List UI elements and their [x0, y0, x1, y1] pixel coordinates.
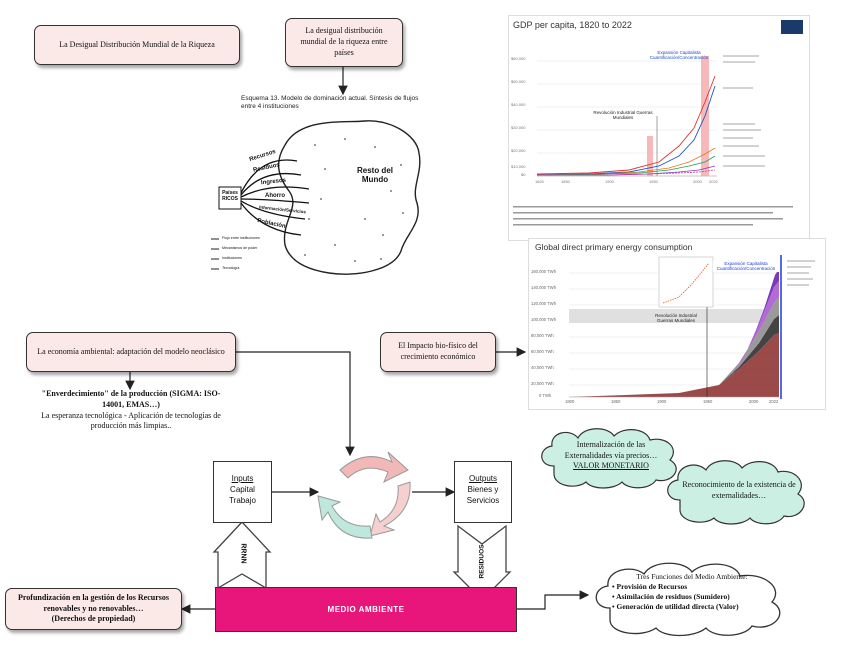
description-box: La desigual distribución mundial de la r… [285, 18, 403, 67]
gdp-xtick-6: 2022 [709, 179, 718, 184]
gdp-annotation-2: Revolución Industrial Guerras Mundiales [593, 110, 653, 121]
functions-cloud-shape [595, 562, 781, 637]
gdp-xtick-1: 1820 [535, 179, 544, 184]
outputs-item-1: Bienes y [467, 484, 499, 494]
residuos-arrow [452, 524, 512, 601]
energy-annotation-1: Expansión Capitalista Cuantificación/Con… [713, 261, 779, 272]
greening-text: "Enverdecimiento" de la producción (SIGM… [40, 389, 222, 432]
gdp-ytick-6: $10,000 [511, 164, 526, 169]
energy-ytick-2: 140,000 TWh [531, 285, 557, 290]
environmental-economics-box: La economía ambiental: adaptación del mo… [26, 332, 236, 372]
cloud-internalizacion-line-1: Internalización de las Externalidades ví… [564, 439, 658, 460]
residuos-label: RESIDUOS [478, 544, 486, 579]
domination-scheme: Esquema 13. Modelo de dominación actual.… [205, 95, 445, 293]
energy-chart: Global direct primary energy consumption… [528, 238, 826, 410]
functions-cloud: Tres Funciones del Medio Ambiente: • Pro… [612, 572, 772, 613]
gdp-xtick-5: 2000 [693, 179, 702, 184]
title-box: La Desigual Distribución Mundial de la R… [34, 25, 240, 65]
inputs-item-1: Capital [230, 484, 255, 494]
scheme-left-label: Países RICOS [222, 190, 238, 202]
scheme-legend-1: Flujo entre instituciones [222, 236, 260, 240]
outputs-item-2: Servicios [466, 495, 500, 505]
greening-line-2: La esperanza tecnológica - Aplicación de… [41, 410, 221, 431]
scheme-flow-4: Ahorro [265, 193, 285, 199]
rrnn-label: RRNN [239, 543, 247, 564]
gdp-chart-title: GDP per capita, 1820 to 2022 [513, 20, 632, 30]
cloud-internalizacion-shape [541, 428, 677, 489]
energy-ytick-9: 0 TWh [539, 393, 552, 398]
cloud-reconocimiento-shape [667, 460, 805, 525]
greening-line-1: "Enverdecimiento" de la producción (SIGM… [41, 389, 221, 409]
scheme-legend-4: Tecnología [222, 266, 240, 270]
gdp-ytick-4: $30,000 [511, 125, 526, 130]
gdp-xtick-3: 1900 [605, 179, 614, 184]
environmental-economics-text: La economía ambiental: adaptación del mo… [37, 346, 225, 356]
scheme-region-label: Resto del Mundo [356, 166, 393, 184]
cloud-internalizacion-line-2: VALOR MONETARIO [573, 461, 649, 471]
energy-xtick-4: 1950 [703, 399, 713, 404]
gdp-ytick-7: $0 [521, 172, 526, 177]
energy-ytick-7: 40,000 TWh [531, 365, 554, 370]
medio-ambiente-bar: MEDIO AMBIENTE [215, 587, 517, 632]
energy-ytick-3: 120,000 TWh [531, 301, 557, 306]
energy-ytick-6: 60,000 TWh [531, 349, 554, 354]
gdp-ytick-5: $20,000 [511, 148, 526, 153]
gdp-ytick-2: $50,000 [511, 79, 526, 84]
title-text: La Desigual Distribución Mundial de la R… [59, 39, 215, 49]
profundizacion-line-2: (Derechos de propiedad) [51, 614, 136, 624]
energy-xtick-1: 1800 [565, 399, 575, 404]
inputs-item-2: Trabajo [229, 495, 256, 505]
energy-xtick-5: 2000 [749, 399, 759, 404]
scheme-legend-2: Mecanismos de poder [222, 246, 258, 250]
cycle-icon [317, 451, 411, 539]
biophysical-impact-text: El Impacto bio-físico del crecimiento ec… [398, 341, 478, 361]
gdp-chart-plot [513, 55, 793, 226]
outputs-box: Outputs Bienes y Servicios [454, 461, 512, 523]
cloud-internalizacion: Internalización de las Externalidades ví… [556, 430, 666, 482]
functions-item-1: • Provisión de Recursos [612, 582, 688, 592]
energy-ytick-5: 80,000 TWh [531, 333, 554, 338]
functions-item-3: • Generación de utilidad directa (Valor) [612, 602, 739, 612]
functions-item-2: • Asimilación de residuos (Sumidero) [612, 592, 730, 602]
arrow-medio-to-functions [517, 590, 590, 610]
gdp-annotation-1: Expansión Capitalista Cuantificación/Con… [649, 50, 709, 61]
cloud-reconocimiento-text: Reconocimiento de la existencia de exter… [682, 480, 796, 500]
energy-annotation-2: Revolución Industrial Guerras Mundiales [655, 313, 697, 324]
inputs-title: Inputs [231, 474, 254, 483]
gdp-ytick-3: $40,000 [511, 102, 526, 107]
energy-chart-plot [569, 255, 815, 399]
energy-xtick-3: 1900 [657, 399, 667, 404]
profundizacion-box: Profundización en la gestión de los Recu… [5, 588, 182, 630]
gdp-ytick-1: $60,000 [511, 56, 526, 61]
description-text: La desigual distribución mundial de la r… [300, 26, 388, 57]
biophysical-impact-box: El Impacto bio-físico del crecimiento ec… [380, 332, 496, 372]
arrow-econ-to-cycle [236, 351, 355, 457]
scheme-legend-3: Instituciones [222, 256, 242, 260]
inputs-box: Inputs Capital Trabajo [213, 461, 272, 523]
energy-chart-title: Global direct primary energy consumption [535, 242, 693, 252]
energy-xtick-6: 2022 [769, 399, 779, 404]
profundizacion-line-1: Profundización en la gestión de los Recu… [18, 592, 169, 613]
rrnn-arrow [212, 521, 272, 590]
world-blob [278, 120, 421, 275]
functions-title: Tres Funciones del Medio Ambiente: [636, 572, 748, 581]
energy-ytick-1: 160,000 TWh [531, 269, 557, 274]
energy-xtick-2: 1850 [611, 399, 621, 404]
outputs-title: Outputs [468, 474, 497, 483]
cloud-reconocimiento: Reconocimiento de la existencia de exter… [680, 466, 798, 516]
gdp-xtick-4: 1950 [649, 179, 658, 184]
scheme-caption: Esquema 13. Modelo de dominación actual.… [241, 95, 419, 110]
gdp-xtick-2: 1850 [561, 179, 570, 184]
scheme-drawing [211, 120, 421, 275]
gdp-chart: GDP per capita, 1820 to 2022 Expansión [508, 15, 810, 241]
gdp-logo [781, 20, 803, 34]
medio-ambiente-label: MEDIO AMBIENTE [327, 605, 405, 614]
energy-ytick-8: 20,000 TWh [531, 381, 554, 386]
energy-ytick-4: 100,000 TWh [531, 317, 557, 322]
